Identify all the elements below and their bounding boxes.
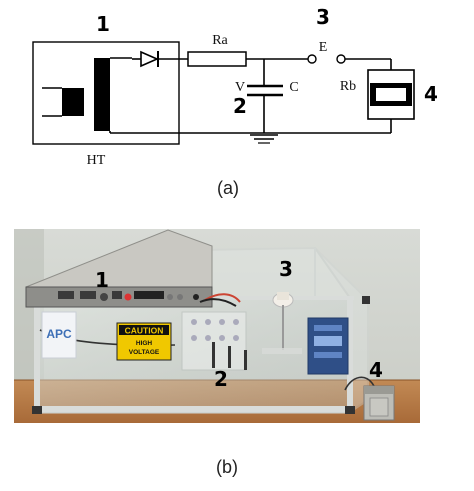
ground-symbol: [250, 134, 278, 144]
circuit-diagram: 1 HT Ra 3 E V C 2 Rb 4 (a): [32, 5, 438, 198]
apc-logo-card: APC: [41, 311, 77, 359]
load-rb: [367, 69, 415, 120]
photo-label-4: 4: [369, 358, 383, 382]
label-ht: HT: [87, 153, 106, 168]
caution-title: CAUTION: [125, 326, 164, 336]
caption-b: (b): [216, 457, 238, 477]
label-ra: Ra: [212, 33, 228, 48]
photo-label-2: 2: [214, 367, 228, 391]
caption-a: (a): [217, 178, 239, 198]
spark-gap: [262, 292, 302, 354]
label-e: E: [319, 40, 328, 55]
apc-logo-text: APC: [46, 327, 72, 341]
power-supply: [25, 229, 213, 308]
photo-label-3: 3: [279, 257, 293, 281]
switch-contact-left: [307, 54, 317, 64]
label-rb: Rb: [340, 79, 356, 94]
caution-sign: CAUTION HIGH VOLTAGE: [116, 322, 172, 361]
info-card: [307, 317, 349, 375]
label-4: 4: [424, 82, 438, 106]
caution-line2: VOLTAGE: [129, 349, 160, 356]
ht-tall-bar: [94, 58, 110, 131]
label-3: 3: [316, 5, 330, 29]
photograph: APC CAUTION HIGH VOLTAGE: [14, 229, 420, 423]
label-2: 2: [233, 94, 247, 118]
load-box: [344, 376, 395, 421]
label-c: C: [289, 80, 298, 95]
caution-line1: HIGH: [136, 340, 153, 347]
ht-small-block: [62, 88, 84, 116]
label-1: 1: [96, 12, 110, 36]
switch-contact-right: [336, 54, 346, 64]
capacitor-holder: [181, 311, 247, 371]
photo-label-1: 1: [95, 268, 109, 292]
resistor-ra: [187, 51, 247, 67]
label-v: V: [235, 80, 245, 95]
